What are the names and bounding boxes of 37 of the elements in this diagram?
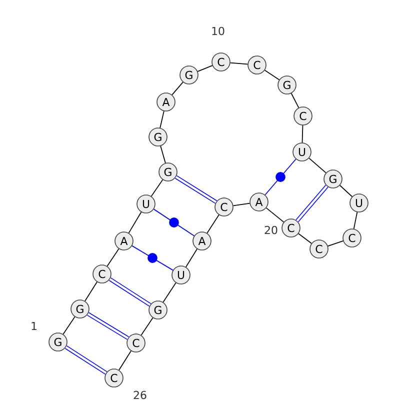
position-number: 26 xyxy=(134,390,146,400)
base-pair-line xyxy=(174,175,218,204)
backbone-line xyxy=(298,233,312,244)
base-pair-line xyxy=(264,158,296,196)
position-number: 20 xyxy=(264,226,278,234)
backbone-line xyxy=(172,82,184,96)
backbone-line xyxy=(84,282,98,302)
base-pair-line xyxy=(296,184,328,222)
base-pair-line xyxy=(108,278,152,307)
backbone-line xyxy=(308,158,326,174)
backbone-line xyxy=(197,65,213,72)
backbone-line xyxy=(290,92,300,108)
backbone-line xyxy=(232,202,250,206)
base-pair-line xyxy=(87,312,129,340)
backbone-line xyxy=(160,146,166,164)
backbone-line xyxy=(230,62,248,65)
backbone-line xyxy=(264,70,280,80)
base-pair-line xyxy=(64,346,108,375)
backbone-line xyxy=(118,350,132,370)
backbone-line xyxy=(339,184,353,198)
backbone-line xyxy=(353,212,358,230)
backbone-line xyxy=(62,316,76,335)
backbone-line xyxy=(302,124,304,144)
backbone-line xyxy=(140,317,154,336)
backbone-line xyxy=(327,240,344,246)
position-number: 1 xyxy=(32,322,36,330)
backbone-line xyxy=(128,212,142,234)
backbone-line xyxy=(160,110,164,128)
backbone-line xyxy=(266,207,284,223)
base-pair-line xyxy=(153,208,195,236)
backbone-line xyxy=(106,248,120,267)
base-pair-line xyxy=(132,245,174,271)
backbone-line xyxy=(162,282,176,303)
position-number: 10 xyxy=(212,26,224,36)
backbone-line xyxy=(206,214,220,234)
backbone-line xyxy=(150,179,164,197)
backbone-line xyxy=(186,248,198,268)
